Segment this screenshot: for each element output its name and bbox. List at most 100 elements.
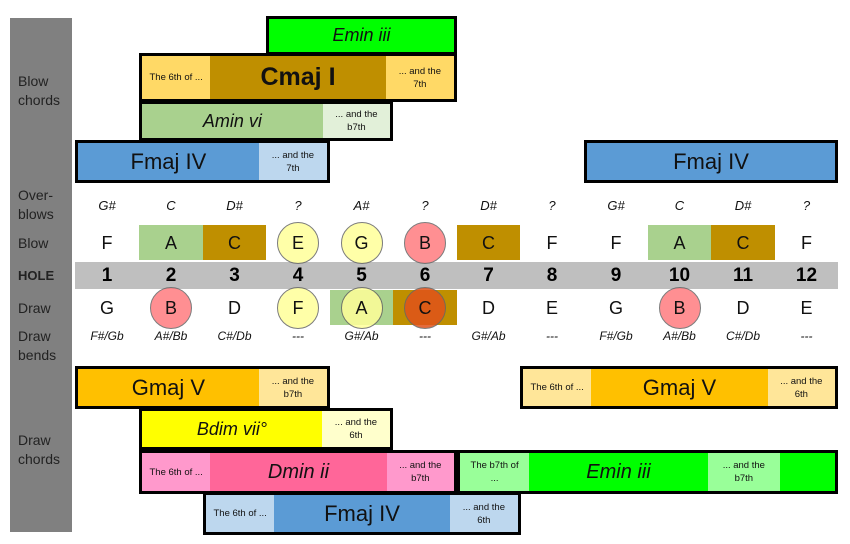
overblow-note: C xyxy=(166,198,176,213)
overblow-note: G# xyxy=(607,198,625,213)
chord-note-segment: ... and the 6th xyxy=(321,411,390,447)
chord-box-gmaj-v: Gmaj V... and the b7th xyxy=(75,366,330,409)
draw-bend-note: F#/Gb xyxy=(599,329,633,343)
hole-band xyxy=(75,262,838,289)
chord-name-segment: Emin iii xyxy=(269,19,454,52)
draw-note: D xyxy=(482,298,495,318)
chord-box-fmaj-iv-right: Fmaj IV xyxy=(584,140,838,183)
chord-box-dmin-ii: The 6th of ...Dmin ii... and the b7th xyxy=(139,450,457,494)
chord-name-segment: Fmaj IV xyxy=(274,495,450,532)
hole-number: 12 xyxy=(795,265,818,286)
hole-number: 8 xyxy=(546,265,558,286)
draw-note: E xyxy=(545,298,558,318)
draw-bend-note: --- xyxy=(292,329,304,343)
note-circle-marker xyxy=(404,222,446,264)
overblow-note: ? xyxy=(802,198,811,213)
draw-bend-note: A#/Bb xyxy=(154,329,188,343)
overblow-note: ? xyxy=(294,198,302,213)
label-blow: Blow xyxy=(18,235,49,251)
hole-number: 3 xyxy=(229,265,240,286)
draw-bend-note: C#/Db xyxy=(725,329,760,343)
chord-name-segment xyxy=(779,453,835,491)
hole-number: 11 xyxy=(732,265,754,286)
chord-name-segment: Amin vi xyxy=(142,104,323,138)
overblow-note: D# xyxy=(226,198,243,213)
hole-number: 6 xyxy=(419,265,431,286)
chord-name-segment: Fmaj IV xyxy=(78,143,259,180)
overblow-note: C xyxy=(674,198,685,213)
chord-note-segment: ... and the 6th xyxy=(449,495,518,532)
chord-note-segment: ... and the b7th xyxy=(386,453,454,491)
draw-note: A xyxy=(355,298,368,318)
note-highlight-cell xyxy=(648,225,711,260)
sidebar-band xyxy=(10,18,72,532)
blow-note: F xyxy=(801,233,812,253)
hole-number: 4 xyxy=(292,265,304,286)
draw-bend-note: --- xyxy=(546,329,558,343)
overblow-note: D# xyxy=(480,198,497,213)
chord-name-segment: Gmaj V xyxy=(78,369,259,406)
blow-note: B xyxy=(418,233,431,253)
blow-note: E xyxy=(291,233,304,253)
overblow-note: A# xyxy=(353,198,370,213)
hole-number: 5 xyxy=(356,265,367,286)
chord-name-segment: Gmaj V xyxy=(591,369,768,406)
draw-note: G xyxy=(99,298,114,318)
draw-bend-note: --- xyxy=(800,329,813,343)
note-circle-marker xyxy=(658,287,701,329)
hole-number: 10 xyxy=(668,265,691,286)
blow-note: F xyxy=(546,233,558,253)
chord-note-segment: ... and the b7th xyxy=(322,104,390,138)
draw-note: B xyxy=(164,298,177,318)
label-overblows: Over-blows xyxy=(18,187,54,222)
chord-note-segment: ... and the b7th xyxy=(258,369,327,406)
note-circle-marker xyxy=(277,287,319,329)
chord-note-segment: ... and the 7th xyxy=(258,143,327,180)
draw-note: D xyxy=(228,298,241,318)
note-highlight-cell xyxy=(457,225,520,260)
draw-note: B xyxy=(673,298,686,318)
chord-note-segment: The 6th of ... xyxy=(523,369,592,406)
overblow-note: G# xyxy=(98,198,116,213)
overblow-note: ? xyxy=(548,198,556,213)
label-draw: Draw xyxy=(18,300,51,316)
chord-name-segment: Cmaj I xyxy=(210,56,386,99)
draw-note: F xyxy=(292,298,304,318)
hole-number: 7 xyxy=(483,265,494,286)
blow-note: C xyxy=(482,233,495,253)
hole-number: 9 xyxy=(610,265,622,286)
note-circle-marker xyxy=(277,222,319,264)
chord-box-cmaj-i: The 6th of ...Cmaj I... and the 7th xyxy=(139,53,457,102)
note-highlight-cell xyxy=(711,225,775,260)
chord-note-segment: ... and the b7th xyxy=(707,453,780,491)
blow-note: C xyxy=(228,233,241,253)
draw-bend-note: G#/Ab xyxy=(344,329,379,343)
label-hole: HOLE xyxy=(18,268,55,283)
note-circle-marker xyxy=(150,287,192,329)
blow-note: F xyxy=(610,233,622,253)
note-circle-marker xyxy=(340,287,383,329)
draw-bend-note: A#/Bb xyxy=(663,329,696,343)
hole-number: 1 xyxy=(101,265,113,286)
chord-box-gmaj-v-right: The 6th of ...Gmaj V... and the 6th xyxy=(520,366,838,409)
chord-name-segment: Emin iii xyxy=(529,453,708,491)
chord-note-segment: The 6th of ... xyxy=(142,56,211,99)
chord-note-segment: The 6th of ... xyxy=(142,453,211,491)
blow-note: A xyxy=(164,233,177,253)
overblow-note: ? xyxy=(421,198,429,213)
chord-note-segment: ... and the 7th xyxy=(385,56,454,99)
chord-name-segment: Fmaj IV xyxy=(587,143,835,180)
note-highlight-cell xyxy=(203,225,266,260)
chord-box-bdim-vii: Bdim vii°... and the 6th xyxy=(139,408,393,450)
draw-bend-note: C#/Db xyxy=(217,329,252,343)
blow-note: A xyxy=(673,233,686,253)
chord-note-segment: ... and the 6th xyxy=(767,369,835,406)
chord-box-emin-iii: Emin iii xyxy=(266,16,457,55)
blow-note: F xyxy=(101,233,113,253)
draw-bend-note: --- xyxy=(419,329,431,343)
draw-bend-note: G#/Ab xyxy=(471,329,506,343)
chord-name-segment: Bdim vii° xyxy=(142,411,322,447)
